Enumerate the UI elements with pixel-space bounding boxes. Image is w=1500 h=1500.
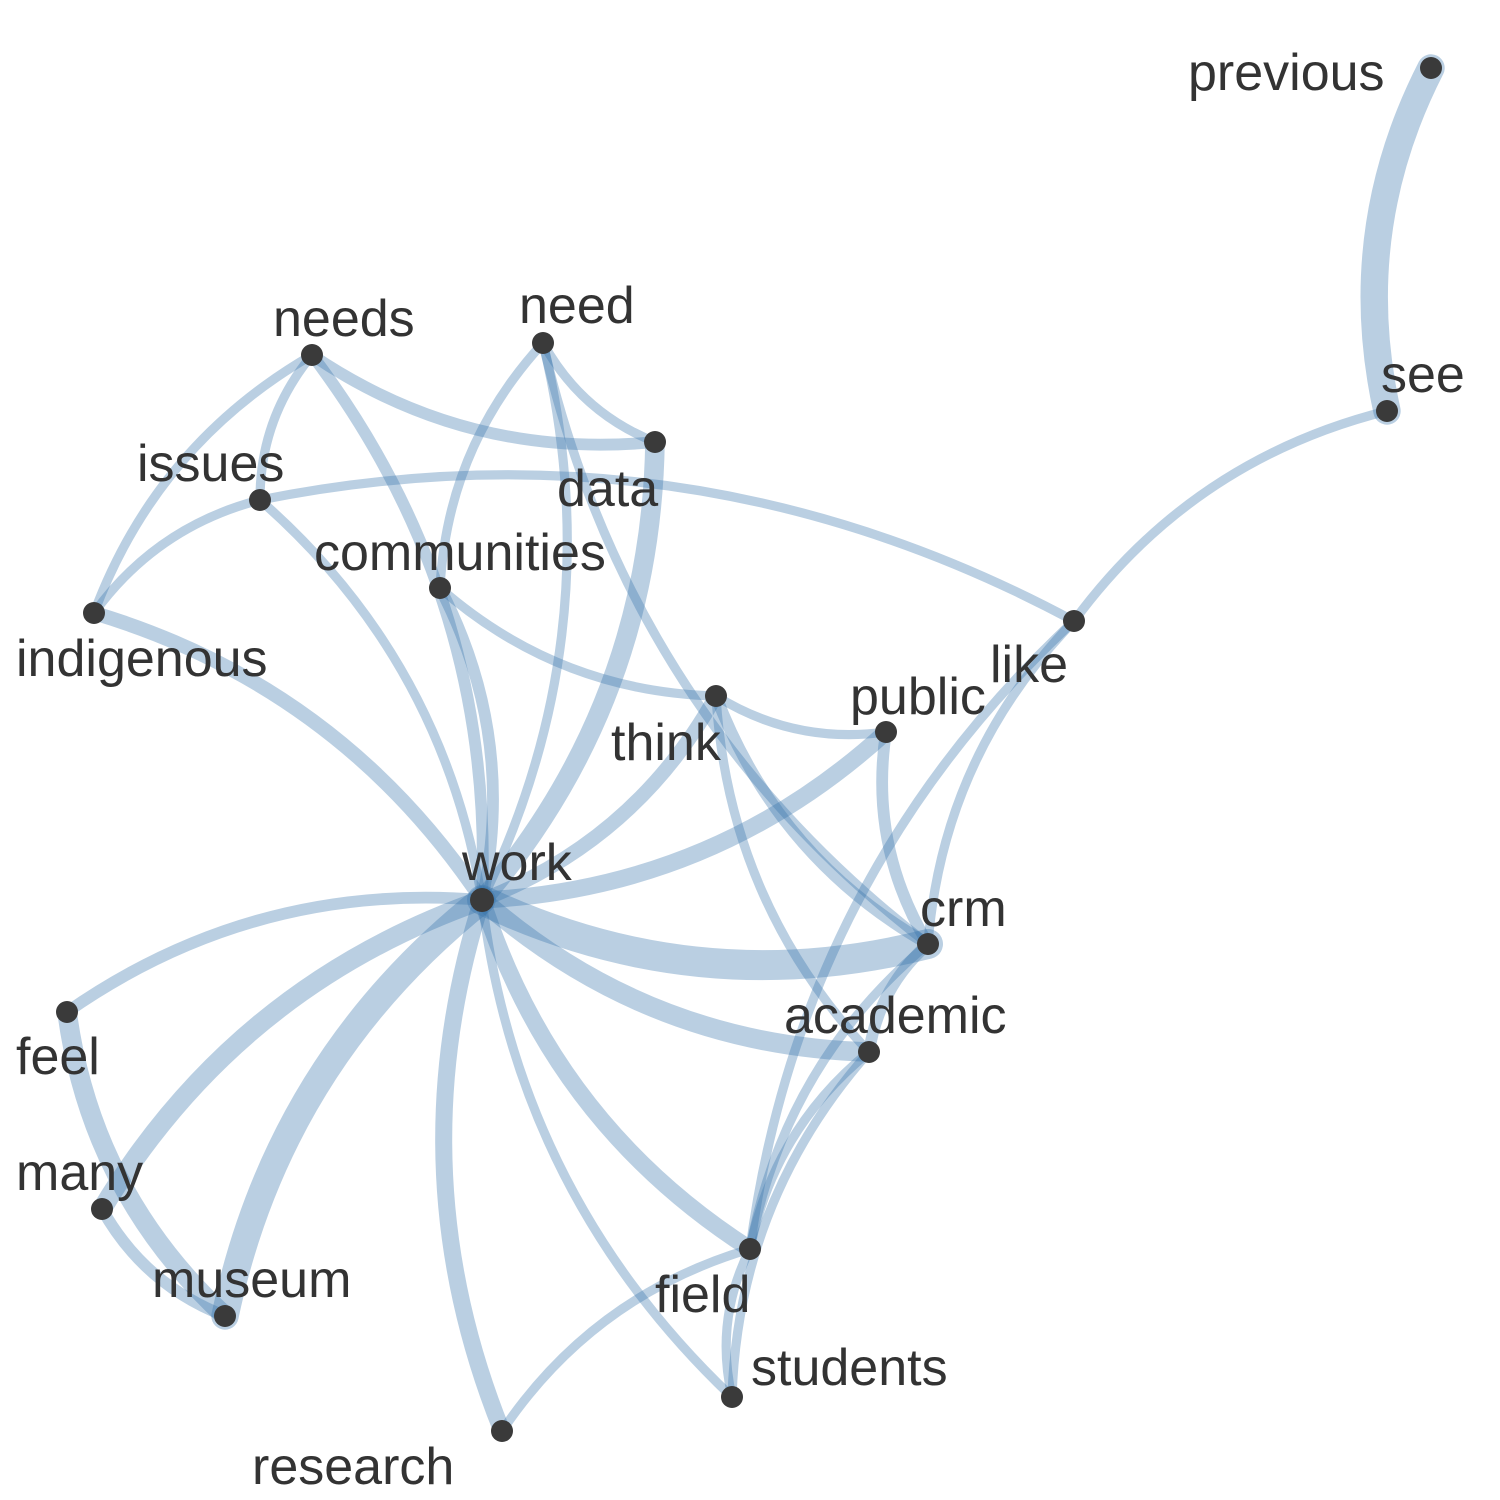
node-previous	[1420, 57, 1442, 79]
edge-work-issues	[255, 495, 487, 905]
nodes-layer	[56, 57, 1442, 1442]
node-academic	[858, 1041, 880, 1063]
edge-crm-academic	[863, 938, 934, 1058]
node-work	[470, 888, 494, 912]
edge-feel-museum	[57, 1002, 235, 1326]
node-label-students: students	[751, 1339, 948, 1397]
node-label-needs: needs	[273, 290, 415, 348]
node-label-research: research	[252, 1438, 454, 1496]
edge-academic-field	[745, 1047, 874, 1254]
edge-crm-field	[745, 939, 933, 1254]
edge-work-indigenous	[86, 605, 490, 908]
edge-work-many	[92, 890, 492, 1219]
edge-work-think	[474, 688, 724, 908]
edge-work-research	[435, 891, 511, 1440]
node-data	[644, 431, 666, 453]
edge-work-needs	[306, 349, 489, 906]
node-see	[1376, 400, 1398, 422]
node-label-previous: previous	[1188, 44, 1385, 102]
edge-public-crm	[876, 726, 934, 950]
node-label-academic: academic	[784, 987, 1007, 1045]
node-label-public: public	[850, 668, 986, 726]
node-public	[875, 721, 897, 743]
node-label-many: many	[16, 1144, 143, 1202]
edge-needs-indigenous	[89, 350, 317, 618]
node-communities	[429, 577, 451, 599]
node-indigenous	[83, 602, 105, 624]
edges-layer	[57, 54, 1445, 1440]
edge-work-museum	[211, 886, 496, 1330]
node-label-think: think	[611, 714, 722, 772]
edge-think-academic	[711, 691, 874, 1057]
node-label-indigenous: indigenous	[16, 630, 268, 688]
edge-communities-think	[435, 583, 721, 701]
node-like	[1063, 610, 1085, 632]
node-label-feel: feel	[16, 1028, 100, 1086]
node-research	[491, 1420, 513, 1442]
edge-think-crm	[710, 690, 934, 950]
edge-need-crm	[538, 338, 933, 949]
edge-work-feel	[61, 891, 488, 1018]
labels-layer: work crm academic museum data field research pu…	[16, 44, 1465, 1496]
edge-like-crm	[923, 616, 1079, 949]
edge-work-communities	[434, 582, 499, 906]
node-label-issues: issues	[137, 435, 284, 493]
node-field	[739, 1238, 761, 1260]
edge-work-field	[473, 891, 759, 1258]
edge-work-need	[477, 338, 572, 905]
edge-needs-issues	[255, 350, 317, 505]
node-label-field: field	[655, 1266, 750, 1324]
node-feel	[56, 1001, 78, 1023]
node-label-data: data	[557, 460, 658, 518]
edge-field-students	[721, 1244, 755, 1402]
edge-academic-students	[727, 1047, 874, 1402]
edge-work-students	[477, 895, 737, 1402]
edge-work-academic	[472, 890, 879, 1062]
edge-need-communities	[435, 338, 548, 593]
node-label-crm: crm	[920, 880, 1007, 938]
node-students	[721, 1386, 743, 1408]
node-crm	[917, 933, 939, 955]
edge-needs-data	[306, 349, 661, 451]
edge-previous-see	[1360, 54, 1445, 425]
edge-work-data	[472, 432, 665, 910]
node-many	[91, 1198, 113, 1220]
edge-work-crm	[467, 885, 943, 981]
node-label-need: need	[519, 277, 635, 335]
node-needs	[301, 344, 323, 366]
node-issues	[249, 489, 271, 511]
edge-see-like	[1069, 406, 1392, 626]
node-museum	[214, 1305, 236, 1327]
node-label-like: like	[990, 636, 1068, 694]
node-think	[705, 685, 727, 707]
edge-need-data	[538, 338, 660, 447]
node-label-work: work	[461, 834, 573, 892]
edge-many-museum	[96, 1203, 231, 1322]
node-label-communities: communities	[314, 524, 606, 582]
node-need	[532, 332, 554, 354]
node-label-museum: museum	[152, 1251, 351, 1309]
edge-like-issues	[255, 470, 1079, 626]
edge-think-public	[711, 691, 891, 740]
edge-issues-indigenous	[89, 495, 265, 618]
edge-like-field	[745, 616, 1079, 1254]
node-label-see: see	[1381, 346, 1465, 404]
edge-work-public	[473, 723, 895, 909]
edge-field-research	[497, 1244, 755, 1436]
